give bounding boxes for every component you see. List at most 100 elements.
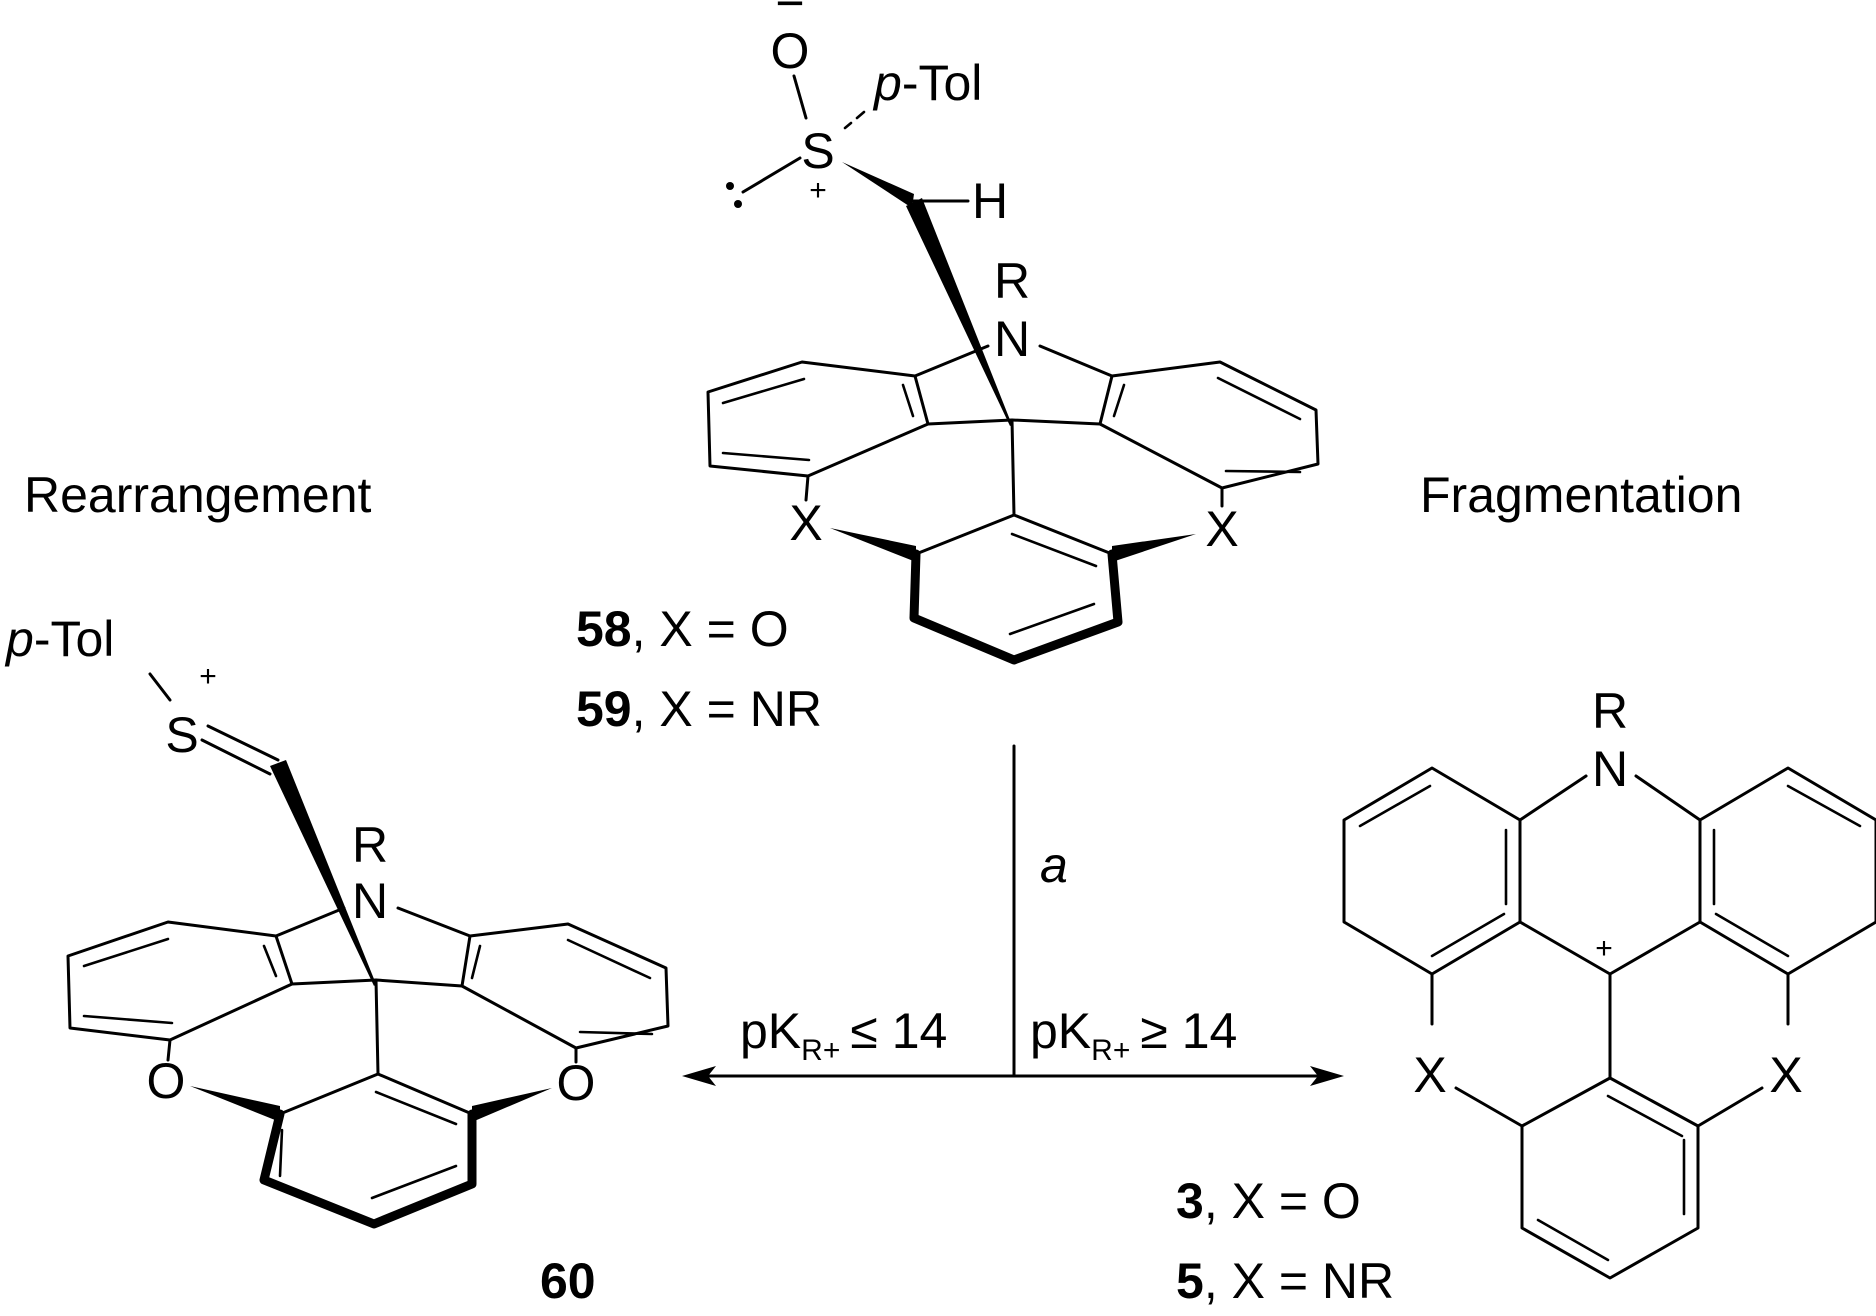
- atom-S-top: S: [801, 123, 834, 179]
- condition-a: a: [1040, 837, 1068, 893]
- bond-S-lonepair: [741, 156, 802, 194]
- bond-central-left: [290, 978, 378, 986]
- ring-double: [1216, 376, 1302, 421]
- atom-H: H: [972, 173, 1008, 229]
- atom-O-top: O: [771, 23, 810, 79]
- wedge-C-central: [906, 198, 1012, 426]
- ptol-label-top: p-Tol: [872, 55, 982, 111]
- ring-left-top: [706, 360, 930, 478]
- charge-minus: −: [775, 0, 804, 31]
- arrowhead-left: [682, 1066, 716, 1086]
- wedge-O-ring: [472, 1088, 552, 1122]
- hash-1: [843, 121, 853, 130]
- charge-plus-S: +: [809, 174, 827, 207]
- atom-R-top: R: [994, 253, 1030, 309]
- ring-double: [82, 937, 170, 968]
- ring-double: [374, 1090, 458, 1126]
- ring-double: [901, 383, 915, 418]
- bond-S-C-double: [206, 724, 280, 762]
- label-rearrangement: Rearrangement: [24, 467, 372, 523]
- ring-bottom-3: [1520, 1076, 1700, 1280]
- lone-pair-dot: [726, 182, 734, 190]
- wedge-O-ring: [190, 1086, 280, 1122]
- wedge-X-ring: [830, 528, 916, 562]
- bond-central-left: [1518, 920, 1612, 976]
- wedge-X-ring: [1112, 534, 1196, 562]
- arrowhead-right: [1310, 1066, 1344, 1086]
- bond-N-Cleft: [274, 906, 346, 938]
- atom-N-top: N: [994, 311, 1030, 367]
- label-59: 59, X = NR: [576, 681, 822, 737]
- ring-double: [1430, 912, 1506, 958]
- atom-X-left: X: [789, 495, 822, 551]
- ring-double: [1224, 469, 1302, 474]
- bond-central-right: [374, 978, 464, 988]
- charge-plus-S60: +: [199, 660, 217, 693]
- wedge-S-C: [842, 162, 914, 208]
- bond-central-down: [374, 978, 380, 1076]
- ring-double: [1010, 532, 1098, 568]
- atom-N-3: N: [1592, 741, 1628, 797]
- atom-O-60-left: O: [147, 1053, 186, 1109]
- atom-S-60: S: [165, 707, 198, 763]
- atom-X-3-right: X: [1769, 1047, 1802, 1103]
- bond-X-ring: [1696, 1086, 1764, 1128]
- bond-N-Cright: [1634, 774, 1702, 822]
- atom-X-right: X: [1205, 501, 1238, 557]
- ring-double: [721, 451, 811, 462]
- ring-double: [578, 1030, 654, 1036]
- bond-central-right: [1010, 418, 1102, 426]
- wedge-C-central-60: [270, 760, 376, 986]
- bond-O-S: [792, 74, 808, 120]
- bond-N-Cright: [396, 906, 472, 938]
- label-fragmentation: Fragmentation: [1420, 467, 1742, 523]
- pk-left: pKR+≤ 14: [740, 1003, 947, 1067]
- ring-double: [1606, 1094, 1684, 1138]
- charge-plus-cation: +: [1595, 932, 1613, 965]
- ring-double: [82, 1014, 174, 1025]
- ring-right-top: [1098, 360, 1320, 490]
- label-60: 60: [540, 1253, 596, 1309]
- ring-double: [1008, 602, 1096, 636]
- bond-central-left: [926, 418, 1014, 426]
- bottom-ring: [914, 513, 1016, 556]
- ring-double: [1112, 383, 1126, 418]
- bond-N-Cright: [1038, 344, 1114, 378]
- bottom-ring-60: [376, 1072, 474, 1116]
- ring-right-3: [1698, 766, 1876, 976]
- atom-N-60: N: [352, 873, 388, 929]
- ring-double: [566, 938, 652, 980]
- bond-N-Cleft: [1518, 774, 1588, 822]
- ring-double: [278, 1128, 284, 1178]
- bottom-ring-60: [278, 1072, 380, 1116]
- molecule-3-5: R N + X X 3, X = O 5, X = NR: [1176, 683, 1876, 1309]
- ptol-label-60: p-Tol: [4, 611, 114, 667]
- atom-R-3: R: [1592, 683, 1628, 739]
- molecule-60: p-Tol S + R N O O 60: [4, 611, 670, 1309]
- hash-2: [855, 110, 866, 120]
- ring-right-60: [460, 922, 670, 1050]
- reaction-arrows: a pKR+≤ 14 pKR+≥ 14: [682, 744, 1344, 1086]
- bond-central-down: [1010, 418, 1016, 517]
- pk-right: pKR+≥ 14: [1030, 1003, 1237, 1067]
- atom-O-60-right: O: [557, 1055, 596, 1111]
- ring-left-3: [1342, 766, 1522, 976]
- bond-ring-O: [166, 1038, 172, 1062]
- bond-ring-X: [804, 474, 810, 502]
- bottom-ring-bold-60: [259, 1109, 477, 1229]
- molecule-58-59: O − S + p-Tol H R N X X: [576, 0, 1320, 737]
- bond-N-Cleft: [913, 344, 990, 378]
- ring-double: [1714, 912, 1790, 958]
- ring-double: [370, 1164, 458, 1200]
- ring-left-60: [66, 920, 294, 1042]
- bond-central-right: [1608, 920, 1702, 976]
- label-5: 5, X = NR: [1176, 1253, 1394, 1309]
- label-3: 3, X = O: [1176, 1173, 1361, 1229]
- bottom-ring-bold: [909, 549, 1123, 665]
- ring-double: [262, 944, 278, 978]
- atom-X-3-left: X: [1413, 1047, 1446, 1103]
- bond-S-C-double: [200, 738, 272, 776]
- ring-double: [721, 377, 806, 405]
- label-58: 58, X = O: [576, 601, 789, 657]
- atom-R-60: R: [352, 817, 388, 873]
